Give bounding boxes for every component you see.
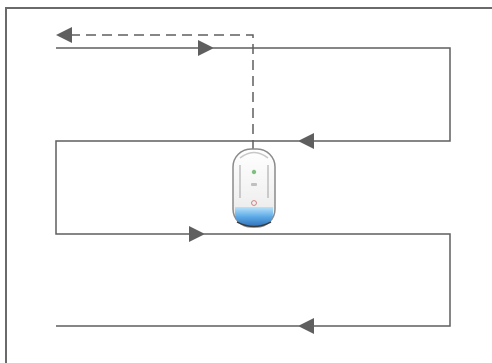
arrow-right-top — [198, 40, 214, 56]
cleaning-path — [55, 47, 451, 327]
arrow-right-third — [189, 226, 205, 242]
arrow-left-bottom — [298, 318, 314, 334]
arrow-left-second — [298, 133, 314, 149]
window-frame — [5, 7, 492, 363]
arrow-left-return — [56, 27, 72, 43]
window-cleaning-robot-icon — [232, 148, 276, 228]
return-path — [70, 34, 254, 150]
